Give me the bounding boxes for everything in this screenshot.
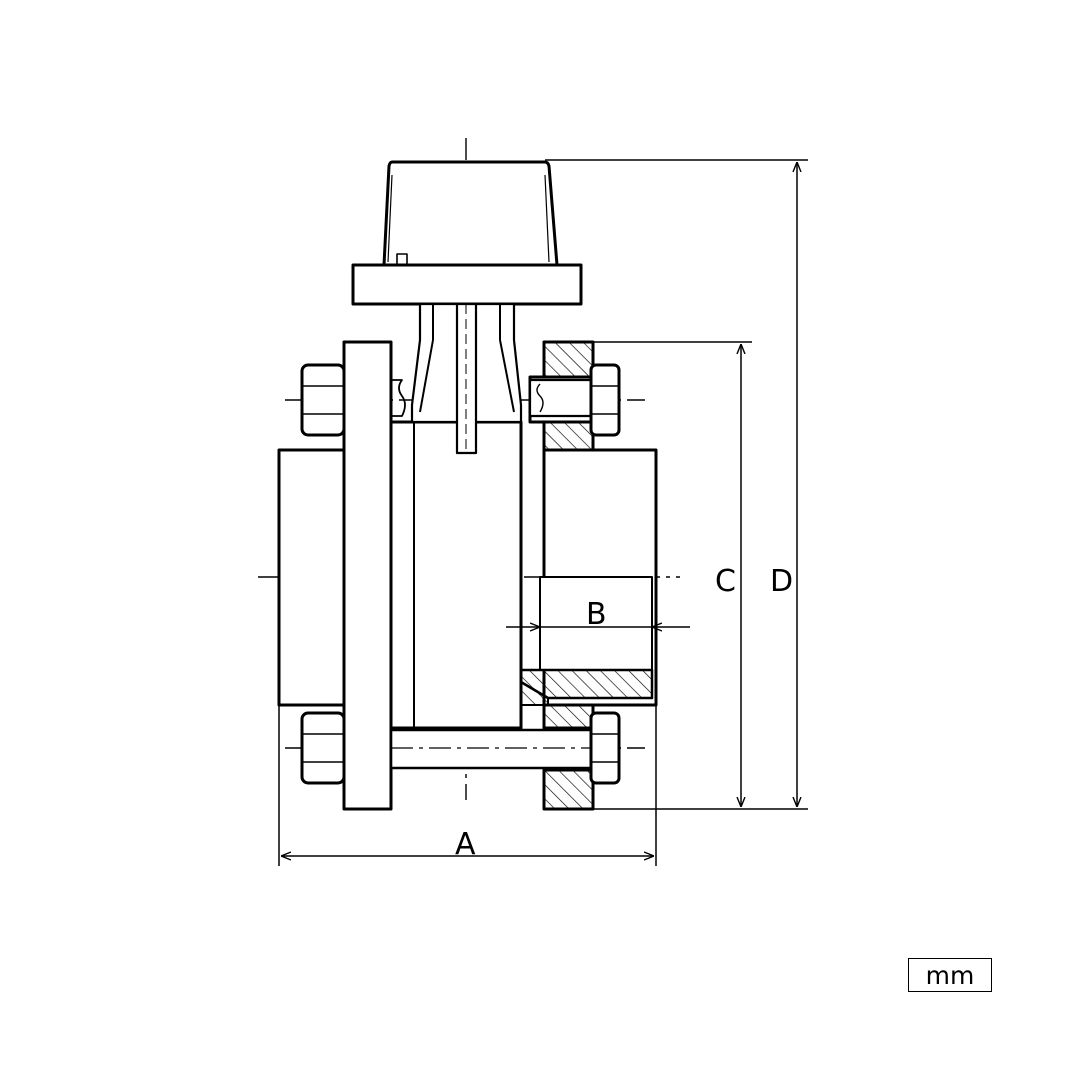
nut-bottom-right xyxy=(589,711,621,785)
right-flange-bottom-lower xyxy=(542,768,595,811)
dimension-label-c: C xyxy=(715,564,736,599)
units-label: mm xyxy=(925,960,975,990)
actuator-cap xyxy=(382,160,559,267)
right-flange-bottom-section xyxy=(542,703,595,730)
top-bolt-shaft xyxy=(528,378,594,418)
dimension-label-b: B xyxy=(586,597,607,632)
units-box: mm xyxy=(908,958,992,992)
dimension-label-a: A xyxy=(455,827,476,862)
right-pipe-wall-section xyxy=(519,668,654,700)
bottom-tie-rod xyxy=(389,728,594,770)
nut-top-right xyxy=(589,363,621,437)
dimension-label-d: D xyxy=(770,564,793,599)
left-flange xyxy=(342,340,393,811)
left-pipe xyxy=(277,448,346,707)
right-flange-top-lower xyxy=(542,420,595,452)
right-flange-top-section xyxy=(542,340,595,379)
nut-top-left xyxy=(300,363,346,437)
dimension-lines xyxy=(278,159,808,866)
valve-center-body xyxy=(389,420,523,730)
actuator-cap-detail xyxy=(387,174,393,263)
mounting-plate xyxy=(351,263,583,306)
valve-body xyxy=(277,160,658,811)
nut-bottom-left xyxy=(300,711,346,785)
